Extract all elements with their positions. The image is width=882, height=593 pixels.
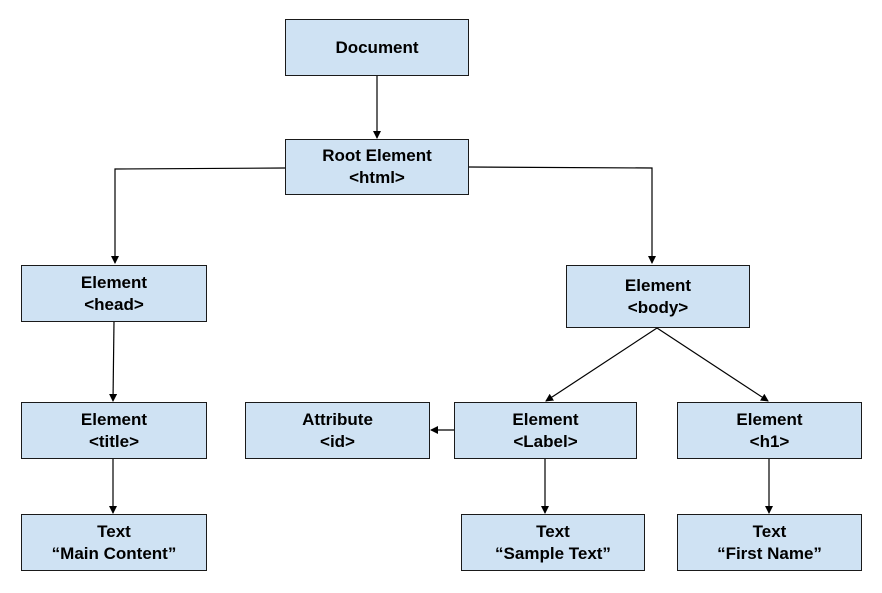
node-root-element: Root Element <html> <box>285 139 469 195</box>
node-element-title-line2: <title> <box>88 431 140 451</box>
node-element-label-line2: <Label> <box>513 431 578 451</box>
node-text-main-content-line2: “Main Content” <box>51 543 177 563</box>
node-element-h1: Element <h1> <box>677 402 862 459</box>
edge-body-h1 <box>656 327 769 402</box>
node-attribute-id-line2: <id> <box>320 431 355 451</box>
node-text-sample-text-line1: Text <box>536 521 570 541</box>
node-text-first-name-line2: “First Name” <box>717 543 822 563</box>
node-element-head: Element <head> <box>21 265 207 322</box>
edge-body-label <box>545 327 658 402</box>
node-root-element-line2: <html> <box>349 168 405 187</box>
node-text-first-name: Text “First Name” <box>677 514 862 571</box>
node-attribute-id: Attribute <id> <box>245 402 430 459</box>
node-element-body: Element <body> <box>566 265 750 328</box>
node-text-sample-text-line2: “Sample Text” <box>495 543 611 563</box>
node-element-h1-line1: Element <box>736 409 803 429</box>
node-element-head-line1: Element <box>80 272 148 292</box>
node-element-head-line2: <head> <box>84 294 144 314</box>
node-document: Document <box>285 19 469 76</box>
node-attribute-id-line1: Attribute <box>302 409 373 429</box>
node-text-sample-text: Text “Sample Text” <box>461 514 645 571</box>
node-element-body-line2: <body> <box>627 297 689 317</box>
node-element-label: Element <Label> <box>454 402 637 459</box>
node-element-h1-line2: <h1> <box>749 431 790 451</box>
node-element-label-line1: Element <box>512 409 579 429</box>
edge-root-body <box>468 166 656 264</box>
node-root-element-line1: Root Element <box>322 146 432 165</box>
node-text-main-content-line1: Text <box>97 521 131 541</box>
edge-head-title <box>109 320 118 402</box>
node-text-main-content: Text “Main Content” <box>21 514 207 571</box>
node-document-label: Document <box>335 37 419 57</box>
node-element-title: Element <title> <box>21 402 207 459</box>
edge-root-head <box>111 167 286 264</box>
node-element-title-line1: Element <box>80 409 148 429</box>
node-element-body-line1: Element <box>624 275 692 295</box>
node-text-first-name-line1: Text <box>752 521 787 541</box>
